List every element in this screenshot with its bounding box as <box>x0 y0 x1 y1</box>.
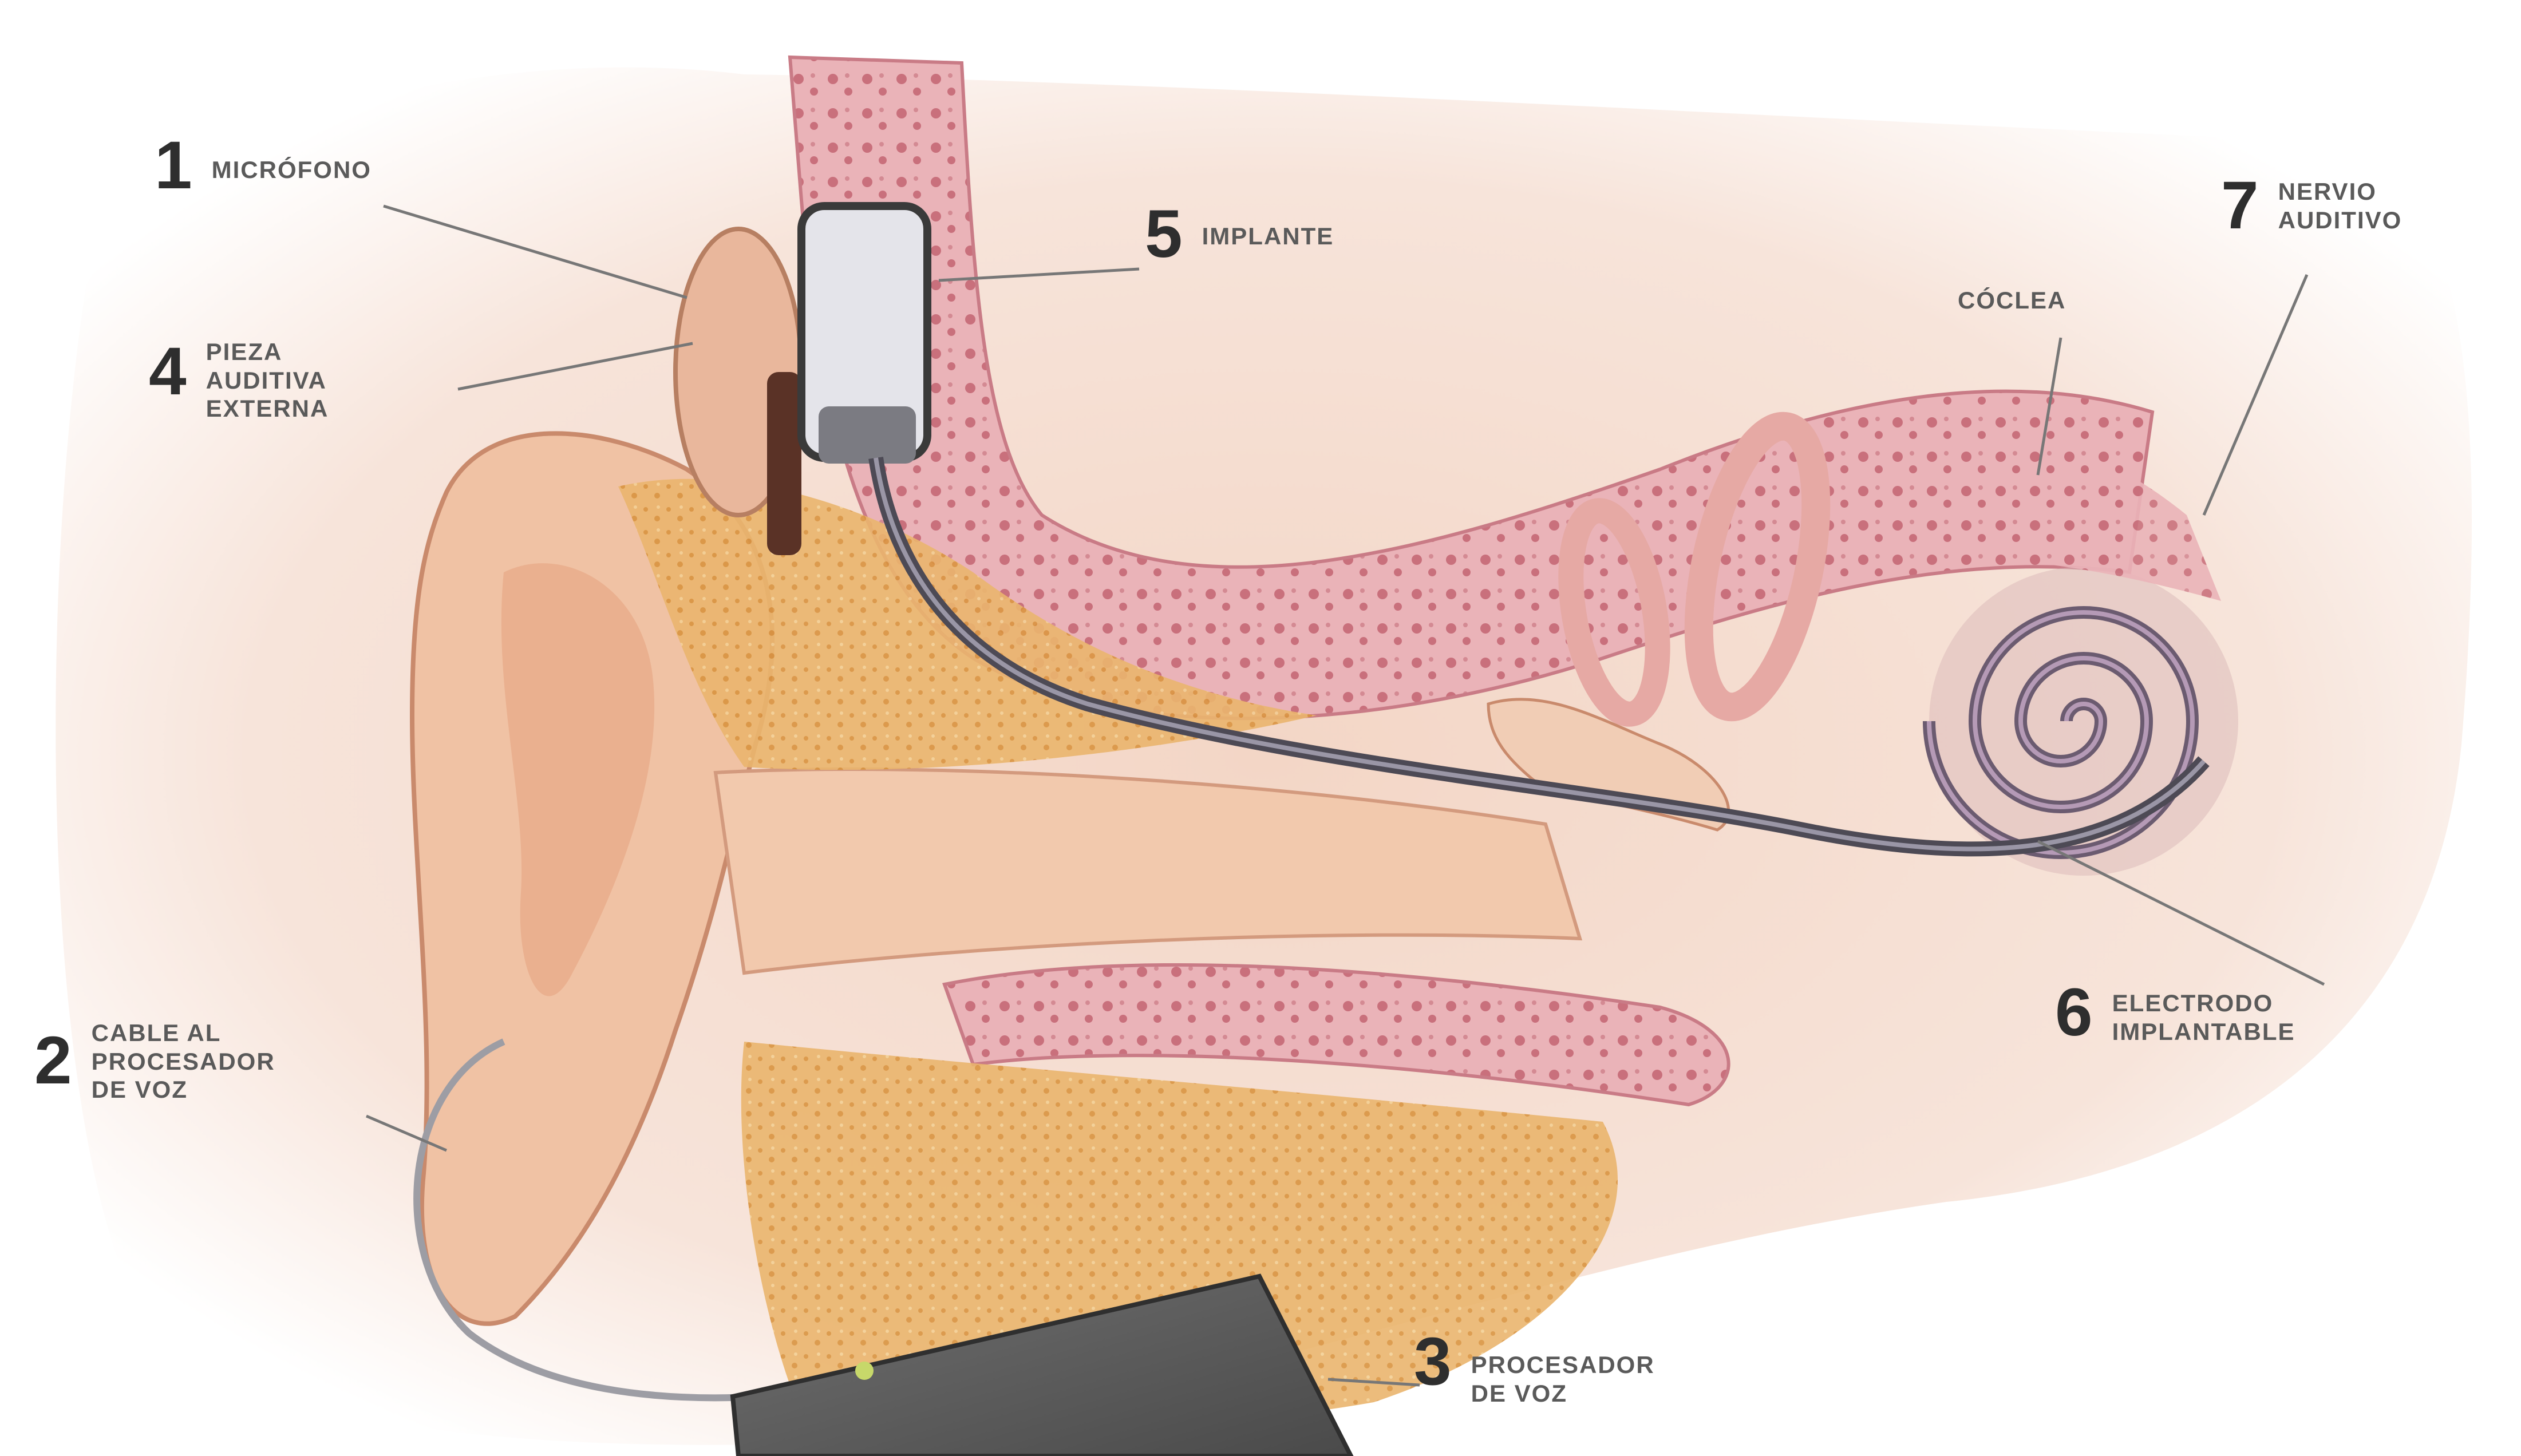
label-text: NERVIO AUDITIVO <box>2278 177 2403 234</box>
label-text: ELECTRODO IMPLANTABLE <box>2112 989 2295 1046</box>
processor-led <box>855 1362 874 1380</box>
implant-base <box>819 406 916 464</box>
label-number: 5 <box>1145 200 1183 268</box>
label-3-speech-processor: 3 PROCESADOR DE VOZ <box>1414 1328 1655 1407</box>
label-number: 4 <box>149 338 187 405</box>
label-text: CABLE AL PROCESADOR DE VOZ <box>92 1019 275 1104</box>
label-text: PROCESADOR DE VOZ <box>1471 1351 1655 1407</box>
label-text: PIEZA AUDITIVA EXTERNA <box>206 338 329 423</box>
cochlea-label-text: CÓCLEA <box>1958 287 2066 314</box>
label-5-implant: 5 IMPLANTE <box>1145 200 1334 268</box>
label-number: 7 <box>2221 172 2259 239</box>
label-4-external-headpiece: 4 PIEZA AUDITIVA EXTERNA <box>149 338 329 423</box>
label-text: MICRÓFONO <box>212 156 372 184</box>
label-1-microphone: 1 MICRÓFONO <box>155 132 372 199</box>
label-text: IMPLANTE <box>1202 222 1334 251</box>
label-7-auditory-nerve: 7 NERVIO AUDITIVO <box>2221 172 2402 239</box>
label-2-processor-cable: 2 CABLE AL PROCESADOR DE VOZ <box>34 1019 275 1104</box>
label-number: 2 <box>34 1027 72 1094</box>
label-6-electrode: 6 ELECTRODO IMPLANTABLE <box>2055 979 2295 1046</box>
label-number: 6 <box>2055 979 2093 1046</box>
external-headpiece <box>767 372 801 555</box>
label-number: 3 <box>1414 1328 1452 1395</box>
cochlea-label: CÓCLEA <box>1958 286 2066 315</box>
label-number: 1 <box>155 132 192 199</box>
